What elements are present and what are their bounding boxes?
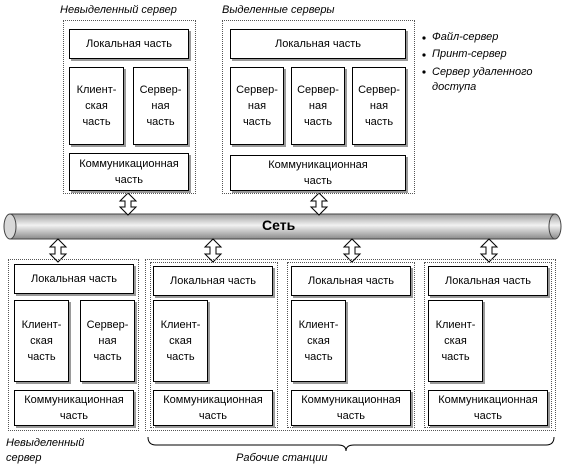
network-label: Сеть <box>262 217 296 233</box>
network-pipe <box>3 213 562 240</box>
server-part-box: Сервер- ная часть <box>352 67 406 145</box>
client-part-box: Клиент- ская часть <box>69 67 124 145</box>
workstation-group <box>287 262 415 428</box>
server-part-box: Сервер- ная часть <box>133 67 188 145</box>
local-part-box: Локальная часть <box>153 266 273 296</box>
communication-part-box: Коммуникационная часть <box>291 390 411 426</box>
client-part-box: Клиент- ская часть <box>153 300 208 382</box>
client-part-box: Клиент- ская часть <box>428 300 483 382</box>
bullet-dot <box>422 70 426 74</box>
client-part-box: Клиент- ская часть <box>14 300 69 382</box>
communication-part-box: Коммуникационная часть <box>230 155 406 191</box>
arrow-bottom-1 <box>48 238 68 263</box>
bullet-item: Файл-сервер <box>432 31 499 43</box>
bullet-dot <box>422 53 426 57</box>
top-nondedicated-server-group <box>63 20 196 194</box>
bullet-item: Принт-сервер <box>432 48 507 60</box>
server-part-box: Сервер- ная часть <box>80 300 135 382</box>
client-part-box: Клиент- ская часть <box>291 300 346 382</box>
communication-part-box: Коммуникационная часть <box>14 390 134 426</box>
top-dedicated-caption: Выделенные серверы <box>222 4 335 16</box>
bottom-nondedicated-server-group <box>8 259 139 431</box>
communication-part-box: Коммуникационная часть <box>69 153 189 191</box>
communication-part-box: Коммуникационная часть <box>428 390 548 426</box>
workstations-outer-group <box>145 259 556 431</box>
bullet-dot <box>422 36 426 40</box>
top-dedicated-servers-group <box>222 20 415 194</box>
workstations-caption: Рабочие станции <box>236 452 328 464</box>
local-part-box: Локальная часть <box>230 29 406 59</box>
local-part-box: Локальная часть <box>291 266 411 296</box>
local-part-box: Локальная часть <box>69 29 189 59</box>
local-part-box: Локальная часть <box>14 264 134 294</box>
bottom-nondedicated-caption: Невыделенный сервер <box>6 437 85 464</box>
workstation-group <box>150 262 278 428</box>
top-nondedicated-caption: Невыделенный сервер <box>60 4 177 16</box>
server-part-box: Сервер- ная часть <box>230 67 284 145</box>
workstation-group <box>424 262 552 428</box>
arrow-top-right <box>309 192 329 216</box>
communication-part-box: Коммуникационная часть <box>153 390 273 426</box>
arrow-top-left <box>118 192 138 216</box>
workstations-brace <box>147 436 555 452</box>
bullet-item: Сервер удаленного доступа <box>432 66 533 93</box>
server-part-box: Сервер- ная часть <box>291 67 345 145</box>
local-part-box: Локальная часть <box>428 266 548 296</box>
